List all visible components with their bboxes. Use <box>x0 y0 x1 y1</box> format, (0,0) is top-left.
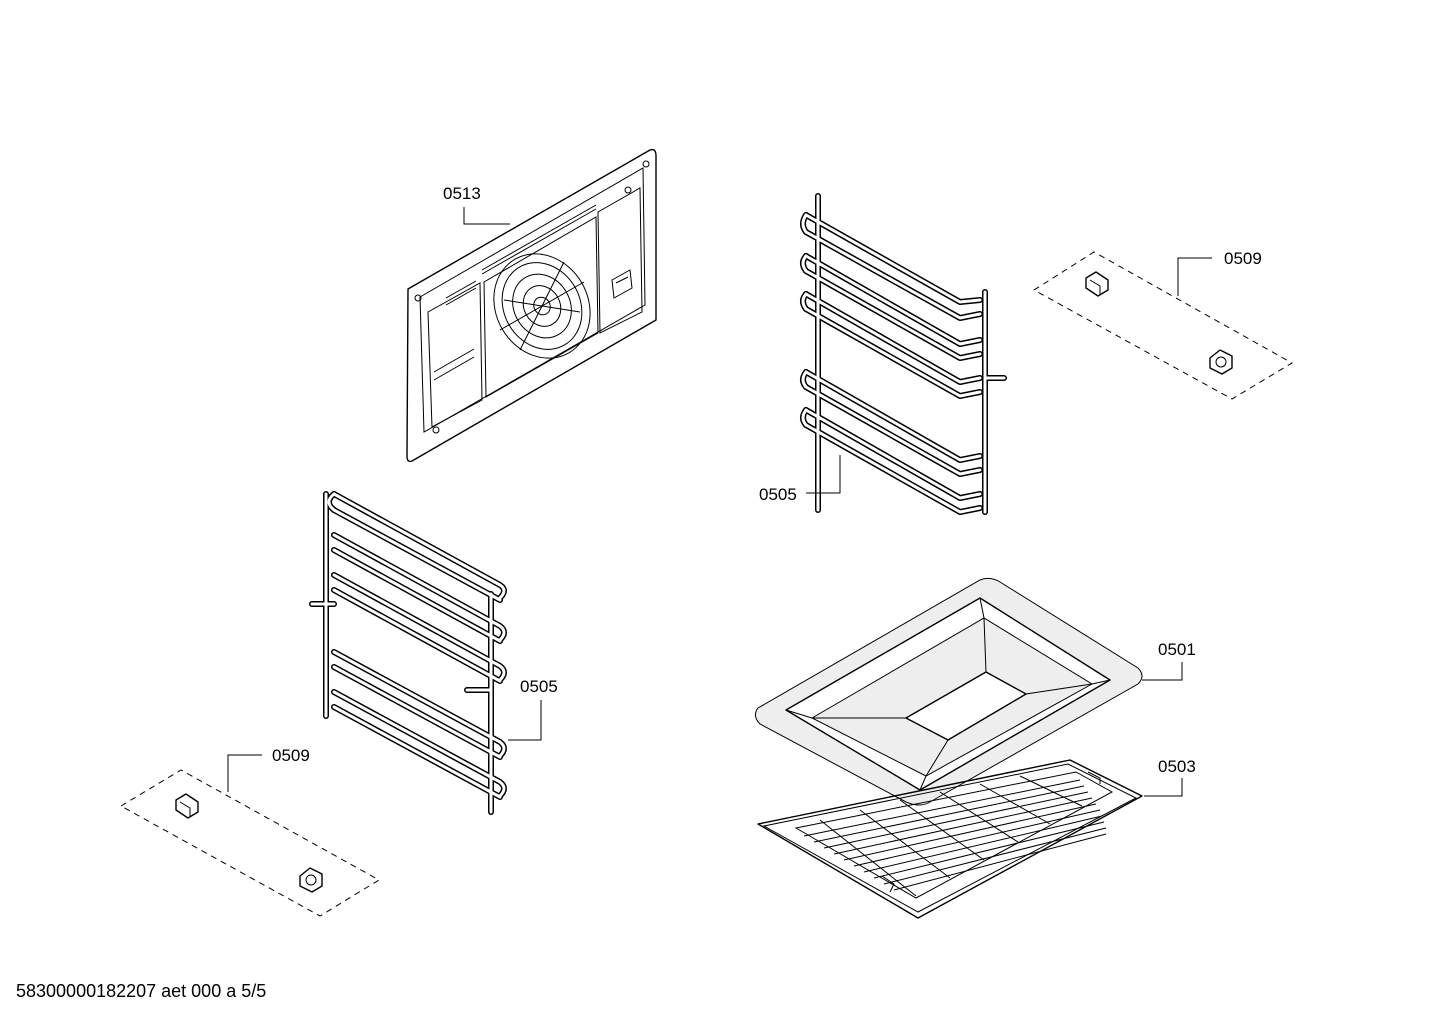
leader-0509-right <box>1177 257 1212 296</box>
leader-0505-left <box>508 700 542 741</box>
part-label-0501: 0501 <box>1158 640 1196 659</box>
drawing-reference: 58300000182207 aet 000 a 5/5 <box>16 981 267 1001</box>
part-label-0509-right: 0509 <box>1224 249 1262 268</box>
grid-bars <box>803 775 1107 897</box>
part-label-0505-right: 0505 <box>759 485 797 504</box>
part-label-0513: 0513 <box>443 184 481 203</box>
fastener-set-left <box>119 769 380 917</box>
leader-0513 <box>463 207 510 225</box>
wire-grid <box>757 759 1143 919</box>
fastener-clip-left-1 <box>175 793 199 819</box>
leader-0503 <box>1144 778 1183 797</box>
side-rack-right <box>800 193 1007 515</box>
leader-0501 <box>1142 662 1183 681</box>
leader-0509-left <box>227 754 262 792</box>
leader-0505-right <box>806 455 841 494</box>
baking-tray <box>754 577 1143 806</box>
fastener-clip-right-1 <box>1085 271 1109 297</box>
part-label-0505-left: 0505 <box>520 677 558 696</box>
side-rack-left <box>309 491 507 815</box>
part-label-0509-left: 0509 <box>272 746 310 765</box>
fastener-set-right <box>1033 251 1293 400</box>
back-panel <box>406 148 657 463</box>
part-label-0503: 0503 <box>1158 757 1196 776</box>
fastener-nut-left-2 <box>299 867 323 893</box>
fastener-nut-right-2 <box>1209 349 1233 375</box>
